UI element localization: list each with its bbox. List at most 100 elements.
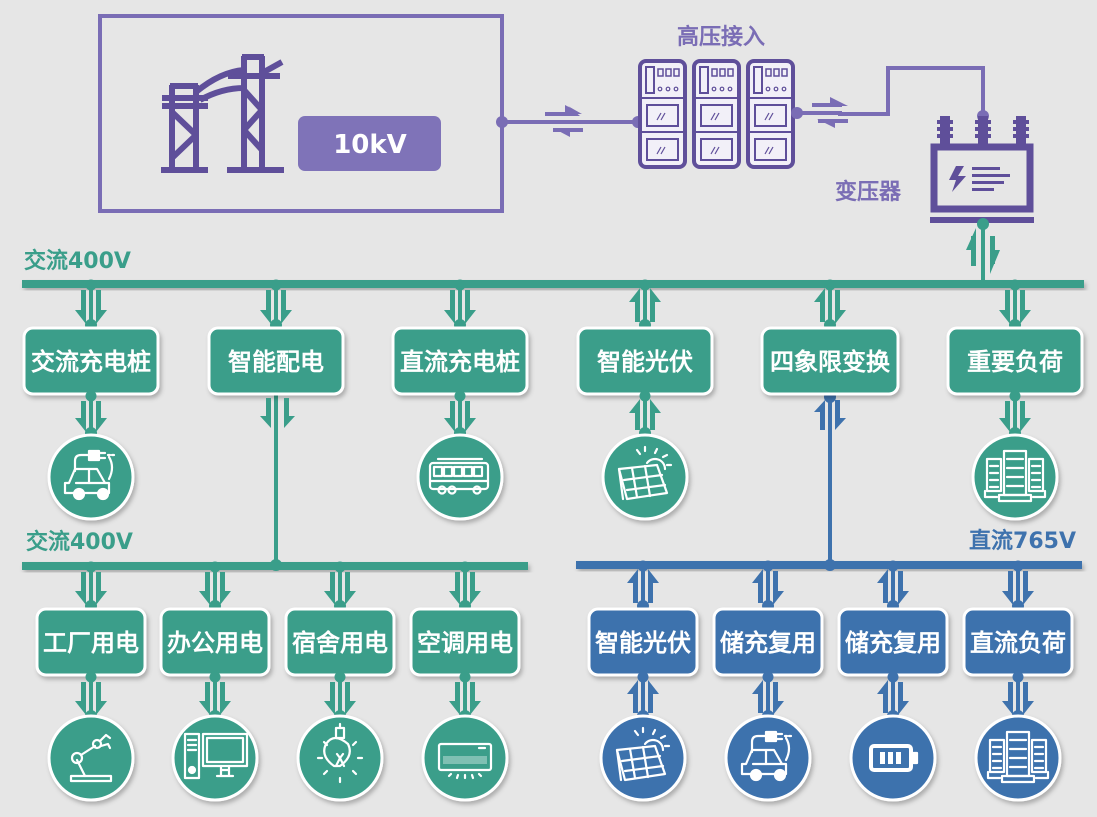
top-row-node: 四象限变换 [760,279,900,430]
smart-distribution-trunk [270,395,282,571]
server-rack-icon [983,449,1047,503]
down-arrow-icon [444,279,476,331]
ac-load-node: 办公用电 [159,561,271,802]
down-arrow-icon [1002,671,1034,722]
transformer-icon [930,116,1034,223]
down-arrow-icon [449,671,481,722]
node-box[interactable]: 直流负荷 [962,607,1074,677]
dc-bus-label: 直流765V [969,528,1076,554]
node-box[interactable]: 宿舍用电 [284,607,396,677]
solar-panel-icon [615,726,671,782]
up-arrow-icon [629,390,661,439]
bidirectional-arrow-icon [877,671,909,722]
battery-icon [869,744,919,772]
switchgear-cabinet-icon [638,59,795,169]
bidirectional-arrow-icon [814,279,846,331]
node-box[interactable]: 智能光伏 [576,326,714,396]
up-arrow-icon [627,671,659,722]
node-label: 工厂用电 [43,629,139,657]
dc-node: 储充复用 [837,560,949,802]
transformer-label: 变压器 [835,179,902,205]
source-group: 10kV [98,14,504,213]
ev-charging-car-icon [63,449,116,501]
power-tower-icon [161,54,284,173]
node-label: 空调用电 [417,629,513,657]
switchgear-cabinet [692,59,741,169]
dc-node: 直流负荷 [962,560,1074,802]
nodes-layer: 交流充电桩智能配电直流充电桩智能光伏四象限变换重要负荷工厂用电办公用电宿舍用电空… [22,279,1084,802]
node-box[interactable]: 直流充电桩 [391,326,529,396]
down-arrow-icon [324,671,356,722]
node-box[interactable]: 重要负荷 [946,326,1084,396]
switchgear-label: 高压接入 [677,24,765,50]
converter-trunk [824,391,836,571]
node-label: 直流充电桩 [400,348,520,376]
node-label: 储充复用 [720,629,816,657]
node-box[interactable]: 智能光伏 [587,607,699,677]
ac-load-node: 宿舍用电 [284,561,396,802]
down-arrow-icon [999,390,1031,439]
bidirectional-arrow-icon [545,105,583,137]
node-box[interactable]: 交流充电桩 [22,326,160,396]
hv-link-2 [791,66,989,128]
switchgear-cabinet [746,59,795,169]
bidirectional-arrow-icon [812,97,848,128]
dc-node: 智能光伏 [587,560,699,802]
bidirectional-arrow-icon [752,671,784,722]
dc-node: 储充复用 [712,560,824,802]
device-badge [296,714,384,802]
node-box[interactable]: 空调用电 [409,607,521,677]
down-arrow-icon [75,671,107,722]
top-row-node: 交流充电桩 [22,279,160,521]
down-arrow-icon [324,561,356,612]
top-row-node: 智能配电 [207,279,345,428]
down-arrow-icon [1002,560,1034,612]
device-badge [599,714,687,802]
device-badge [416,433,504,521]
ac-bus-top [22,280,1084,288]
device-badge [47,433,135,521]
node-box[interactable]: 储充复用 [712,607,824,677]
down-arrow-icon [75,279,107,331]
device-badge [421,714,509,802]
robot-arm-icon [69,733,113,783]
node-label: 四象限变换 [770,348,891,376]
down-arrow-icon [449,561,481,612]
hv-link-1 [496,105,644,137]
ac-bus-bottom-label: 交流400V [26,529,133,555]
down-arrow-icon [75,390,107,439]
switchgear-cabinet [638,59,687,169]
device-badge [974,714,1062,802]
top-row-node: 重要负荷 [946,279,1084,521]
desktop-computer-icon [183,732,249,780]
bidirectional-arrow-icon [877,560,909,612]
device-badge [724,714,812,802]
down-arrow-icon [444,390,476,439]
voltage-badge [298,116,441,171]
top-row-node: 直流充电桩 [391,279,529,521]
light-bulb-icon [316,722,364,784]
voltage-badge-label: 10kV [333,130,407,160]
node-label: 智能光伏 [597,348,693,376]
node-box[interactable]: 智能配电 [207,326,345,396]
bidirectional-arrow-icon [752,560,784,612]
ac-load-node: 空调用电 [409,561,521,802]
node-label: 智能配电 [228,348,324,376]
device-badge [971,433,1059,521]
server-rack-icon [986,730,1050,784]
electric-bus-icon [428,457,490,495]
bidirectional-arrow-icon [814,400,846,430]
down-arrow-icon [260,398,295,428]
node-box[interactable]: 办公用电 [159,607,271,677]
node-box[interactable]: 工厂用电 [35,607,147,677]
node-box[interactable]: 四象限变换 [760,326,900,396]
ev-charging-car-icon [740,730,793,782]
device-badge [171,714,259,802]
node-label: 重要负荷 [967,348,1063,376]
device-badge [601,433,689,521]
node-label: 交流充电桩 [31,348,151,376]
device-badge [47,714,135,802]
node-box[interactable]: 储充复用 [837,607,949,677]
transformer-bus-link [966,218,1000,284]
